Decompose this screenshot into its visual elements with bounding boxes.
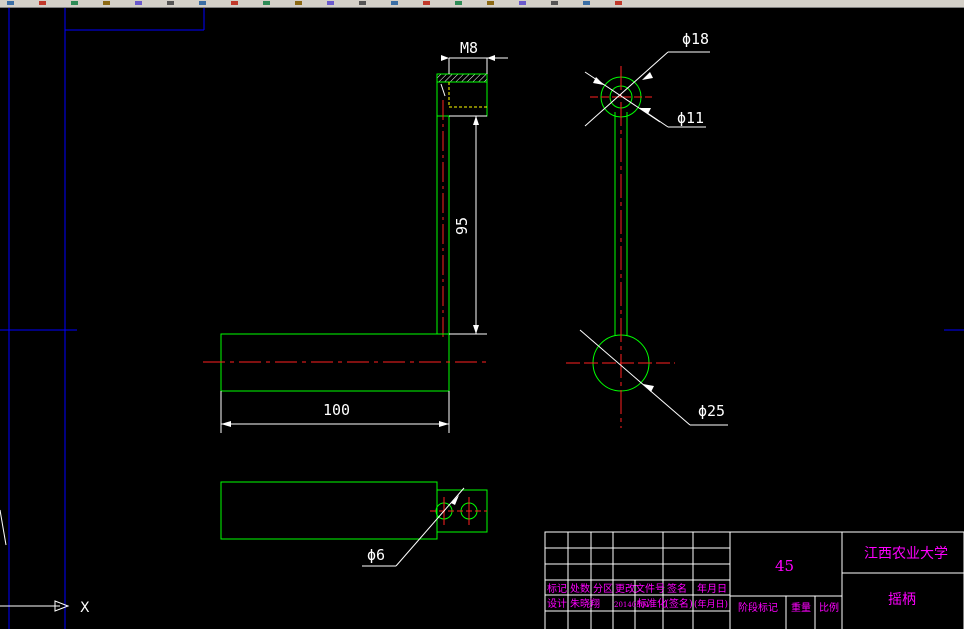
text-icon-glyph: [391, 1, 398, 5]
print-icon-glyph: [167, 1, 174, 5]
dim-dia-25: ϕ25: [698, 402, 725, 420]
hatch-icon-glyph: [359, 1, 366, 5]
line-icon-glyph: [263, 1, 270, 5]
dimension-arrows: [221, 55, 654, 505]
svg-text:处数: 处数: [570, 582, 590, 595]
save-icon-glyph: [135, 1, 142, 5]
dim-dia-6: ϕ6: [367, 546, 385, 564]
material-label: 45: [775, 557, 794, 575]
undo-icon-glyph: [7, 1, 14, 5]
svg-text:年月日: 年月日: [697, 582, 727, 595]
front-view: [203, 73, 488, 392]
dimension-text: M8 95 100 ϕ18 ϕ11 ϕ25 ϕ6: [323, 30, 725, 564]
color-icon-glyph: [231, 1, 238, 5]
ortho-icon[interactable]: [518, 0, 527, 6]
stage-mark-label: 阶段标记: [738, 601, 778, 614]
pan-icon[interactable]: [102, 0, 111, 6]
zoom-icon[interactable]: [70, 0, 79, 6]
arc-icon[interactable]: [294, 0, 303, 6]
scale-label: 比例: [819, 601, 839, 614]
title-block: [544, 531, 964, 629]
svg-text:(签名): (签名): [665, 597, 693, 610]
svg-text:更改文件号: 更改文件号: [615, 582, 665, 595]
undo-icon[interactable]: [6, 0, 15, 6]
line-icon[interactable]: [262, 0, 271, 6]
svg-text:设计: 设计: [547, 597, 567, 610]
part-name: 摇柄: [888, 592, 916, 608]
layer-icon-glyph: [199, 1, 206, 5]
save-icon[interactable]: [134, 0, 143, 6]
redo-icon-glyph: [39, 1, 46, 5]
circle-icon[interactable]: [326, 0, 335, 6]
arc-icon-glyph: [295, 1, 302, 5]
weight-label: 重量: [791, 601, 811, 614]
side-view: [566, 66, 675, 428]
print-icon[interactable]: [166, 0, 175, 6]
ortho-icon-glyph: [519, 1, 526, 5]
dim-dia-18: ϕ18: [682, 30, 709, 48]
zoom-icon-glyph: [71, 1, 78, 5]
svg-text:20140501: 20140501: [614, 601, 650, 609]
svg-text:(年月日): (年月日): [694, 598, 728, 610]
top-view: [220, 481, 488, 540]
properties-icon-glyph: [583, 1, 590, 5]
pan-icon-glyph: [103, 1, 110, 5]
circle-icon-glyph: [327, 1, 334, 5]
osnap-icon[interactable]: [550, 0, 559, 6]
title-block-text: 45 江西农业大学 摇柄 标记 处数 分区 更改文件号 签名 年月日 设计 朱晓…: [547, 546, 948, 614]
ucs-x-label: X: [80, 600, 90, 616]
layer-icon[interactable]: [198, 0, 207, 6]
redo-icon[interactable]: [38, 0, 47, 6]
grid-icon[interactable]: [486, 0, 495, 6]
dim-length-100: 100: [323, 401, 350, 419]
dimensions: [220, 51, 728, 567]
svg-text:标准化: 标准化: [637, 597, 667, 610]
dimension-icon[interactable]: [422, 0, 431, 6]
osnap-icon-glyph: [551, 1, 558, 5]
svg-text:分区: 分区: [593, 583, 613, 595]
svg-text:签名: 签名: [667, 582, 687, 595]
help-icon-glyph: [615, 1, 622, 5]
snap-icon-glyph: [455, 1, 462, 5]
grid-icon-glyph: [487, 1, 494, 5]
dim-dia-11: ϕ11: [677, 109, 704, 127]
help-icon[interactable]: [614, 0, 623, 6]
dimension-icon-glyph: [423, 1, 430, 5]
snap-icon[interactable]: [454, 0, 463, 6]
drawing-frame: [0, 8, 964, 629]
drawing-canvas[interactable]: M8 95 100 ϕ18 ϕ11 ϕ25 ϕ6 X 45 江西农: [0, 8, 964, 629]
properties-icon[interactable]: [582, 0, 591, 6]
ucs-icon: X: [0, 509, 90, 616]
text-icon[interactable]: [390, 0, 399, 6]
color-icon[interactable]: [230, 0, 239, 6]
svg-text:标记: 标记: [547, 583, 567, 595]
svg-text:朱晓翔: 朱晓翔: [570, 597, 600, 610]
dim-thread-m8: M8: [460, 39, 478, 57]
hatch-icon[interactable]: [358, 0, 367, 6]
top-toolbar: [0, 0, 964, 8]
dim-length-95: 95: [453, 217, 471, 235]
school-name: 江西农业大学: [864, 546, 948, 562]
